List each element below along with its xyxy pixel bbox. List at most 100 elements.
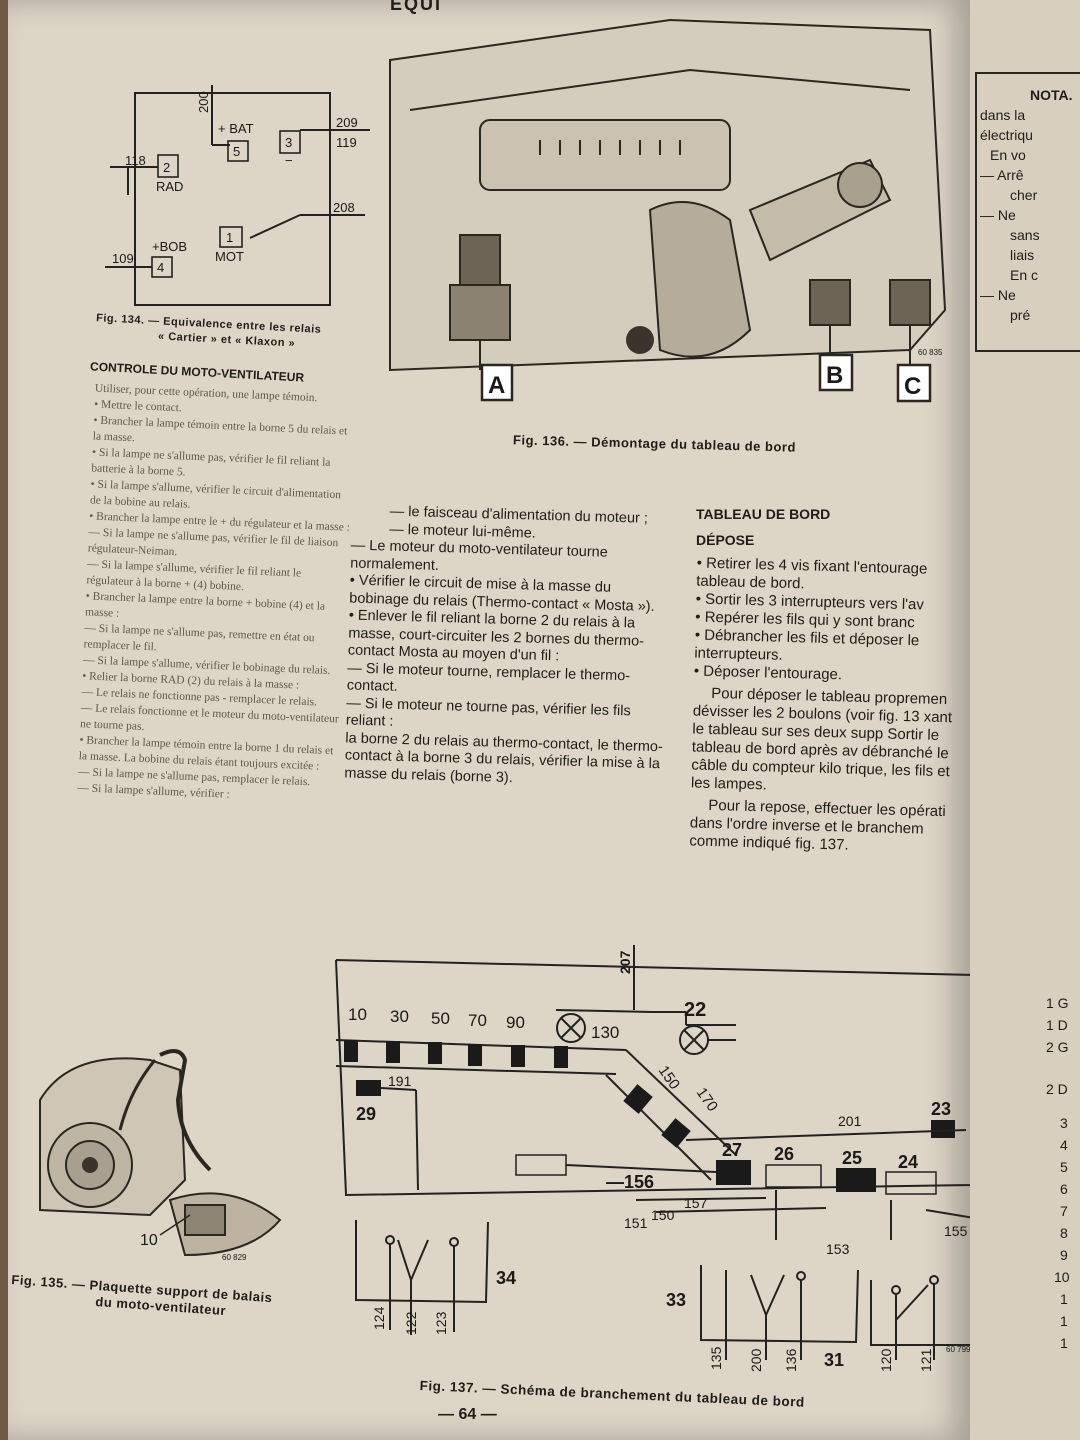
fig137-c31: 31 bbox=[824, 1350, 844, 1370]
fig134-wire-118: 118 bbox=[125, 153, 146, 168]
fig137-c23: 23 bbox=[931, 1099, 951, 1119]
nota-line-9: — Ne bbox=[980, 287, 1016, 303]
page-number: — 64 — bbox=[438, 1406, 497, 1423]
fig134-relay-diagram: 200 118 209 119 208 109 2 5 3 1 4 + BAT … bbox=[105, 85, 370, 306]
fig137-wire-135: 135 bbox=[708, 1346, 724, 1370]
margin-item-13: 1 bbox=[1060, 1313, 1068, 1329]
fig137-c22: 22 bbox=[684, 999, 706, 1021]
margin-item-10: 9 bbox=[1060, 1247, 1068, 1263]
fig137-scale-10: 10 bbox=[348, 1005, 367, 1024]
fig137-diag-150: 150 bbox=[655, 1063, 683, 1093]
margin-item-11: 10 bbox=[1054, 1269, 1070, 1285]
fig134-minus: − bbox=[285, 153, 293, 168]
margin-item-0: 1 G bbox=[1046, 995, 1069, 1011]
fig137-scale-130: 130 bbox=[591, 1023, 619, 1042]
fig137-wire-136: 136 bbox=[783, 1348, 799, 1372]
margin-item-1: 1 D bbox=[1046, 1017, 1068, 1033]
nota-line-0: dans la bbox=[980, 107, 1026, 123]
nota-line-6: sans bbox=[1010, 227, 1040, 243]
fig137-wire-150: 150 bbox=[651, 1207, 675, 1223]
col3-p6: Pour la repose, effectuer les opérati da… bbox=[689, 796, 946, 854]
fig137-scale-30: 30 bbox=[390, 1007, 409, 1026]
nota-line-2: En vo bbox=[990, 147, 1026, 163]
col1-text: Utiliser, pour cette opération, une lamp… bbox=[77, 380, 357, 807]
fig136-label-a: A bbox=[488, 372, 505, 399]
fig134-wire-119: 119 bbox=[336, 135, 357, 150]
col2-text: — le faisceau d'alimentation du moteur ;… bbox=[344, 503, 677, 792]
margin-item-12: 1 bbox=[1060, 1291, 1068, 1307]
left-page: EQUI 200 118 209 119 208 109 2 5 3 1 4 + bbox=[8, 0, 978, 1440]
margin-item-4: 3 bbox=[1060, 1115, 1068, 1131]
fig137-c26: 26 bbox=[774, 1144, 794, 1164]
nota-line-7: liais bbox=[1010, 247, 1035, 263]
fig137-wire-200: 200 bbox=[748, 1348, 764, 1372]
margin-item-2: 2 G bbox=[1046, 1039, 1069, 1055]
fig134-wire-109: 109 bbox=[112, 251, 134, 266]
fig137-scale-70: 70 bbox=[468, 1011, 487, 1030]
col3-heading2: DÉPOSE bbox=[696, 532, 755, 548]
fig137-wire-123: 123 bbox=[433, 1311, 449, 1335]
fig137-c24: 24 bbox=[898, 1152, 918, 1172]
fig137-c33: 33 bbox=[666, 1290, 686, 1310]
nota-line-10: pré bbox=[1010, 307, 1031, 323]
fig134-mot: MOT bbox=[215, 249, 244, 264]
fig134-t2: 2 bbox=[163, 160, 170, 175]
margin-item-14: 1 bbox=[1060, 1335, 1068, 1351]
nota-line-5: — Ne bbox=[980, 207, 1016, 223]
margin-item-7: 6 bbox=[1060, 1181, 1068, 1197]
nota-line-1: électriqu bbox=[980, 127, 1033, 143]
fig134-rad: RAD bbox=[156, 179, 183, 194]
fig136-label-c: C bbox=[904, 373, 921, 400]
margin-item-8: 7 bbox=[1060, 1203, 1068, 1219]
fig137-wire-156: —156 bbox=[606, 1172, 654, 1192]
right-page: NOTA. dans la électriqu En vo — Arrê che… bbox=[970, 0, 1080, 1440]
fig134-bat: + BAT bbox=[218, 121, 254, 136]
fig134-wire-209: 209 bbox=[336, 115, 358, 130]
fig137-wire-191: 191 bbox=[388, 1073, 412, 1089]
fig135-brush-plate: 10 60 829 bbox=[39, 1049, 282, 1262]
fig137-c25: 25 bbox=[842, 1148, 862, 1168]
fig134-bob: +BOB bbox=[152, 239, 187, 254]
fig137-wire-157: 157 bbox=[684, 1195, 708, 1211]
fig137-wire-151: 151 bbox=[624, 1215, 648, 1231]
margin-item-9: 8 bbox=[1060, 1225, 1068, 1241]
col2-p4: • Enlever le fil reliant la borne 2 du r… bbox=[347, 607, 645, 665]
fig137-wire-207: 207 bbox=[617, 950, 633, 974]
fig137-wire-124: 124 bbox=[371, 1306, 387, 1330]
fig134-t1: 1 bbox=[226, 230, 233, 245]
fig137-scale-90: 90 bbox=[506, 1013, 525, 1032]
margin-item-5: 4 bbox=[1060, 1137, 1068, 1153]
fig137-c34: 34 bbox=[496, 1268, 516, 1288]
margin-item-3: 2 D bbox=[1046, 1081, 1068, 1097]
nota-text: NOTA. dans la électriqu En vo — Arrê che… bbox=[980, 86, 1073, 326]
fig137-wire-155: 155 bbox=[944, 1223, 968, 1239]
fig137-diag-170: 170 bbox=[693, 1085, 721, 1115]
fig134-t3: 3 bbox=[285, 135, 292, 150]
nota-box bbox=[975, 72, 1080, 352]
margin-item-6: 5 bbox=[1060, 1159, 1068, 1175]
running-head: EQUI bbox=[390, 0, 443, 14]
fig137-scale-50: 50 bbox=[431, 1009, 450, 1028]
fig136-ref: 60 835 bbox=[918, 348, 943, 357]
nota-line-3: — Arrê bbox=[980, 167, 1024, 183]
margin-list: 1 G 1 D 2 G 2 D 3 4 5 6 7 8 9 10 1 1 1 bbox=[1046, 992, 1070, 1354]
col3-p5: Pour déposer le tableau propremen déviss… bbox=[690, 684, 953, 794]
nota-line-8: En c bbox=[1010, 267, 1039, 283]
fig134-wire-200: 200 bbox=[196, 91, 211, 113]
col2-p7: la borne 2 du relais au thermo-contact, … bbox=[344, 729, 664, 786]
fig137-c27: 27 bbox=[722, 1140, 742, 1160]
col3-heading1: TABLEAU DE BORD bbox=[696, 506, 831, 522]
col3-text: • Retirer les 4 vis fixant l'entourage t… bbox=[689, 555, 967, 858]
fig137-wire-120: 120 bbox=[878, 1348, 894, 1372]
fig137-wire-122: 122 bbox=[403, 1311, 419, 1335]
fig137-wiring-diagram: 207 10 30 50 70 90 130 150 170 22 23 24 … bbox=[335, 945, 978, 1372]
fig135-callout: 10 bbox=[140, 1232, 158, 1249]
fig137-wire-121: 121 bbox=[918, 1348, 934, 1372]
fig134-t4: 4 bbox=[157, 260, 164, 275]
fig134-t5: 5 bbox=[233, 144, 240, 159]
nota-title: NOTA. bbox=[1030, 87, 1073, 103]
nota-line-4: cher bbox=[1010, 187, 1038, 203]
fig137-wire-153: 153 bbox=[826, 1241, 850, 1257]
fig136-caption: Fig. 136. — Démontage du tableau de bord bbox=[512, 432, 797, 455]
fig136-label-b: B bbox=[826, 362, 843, 389]
